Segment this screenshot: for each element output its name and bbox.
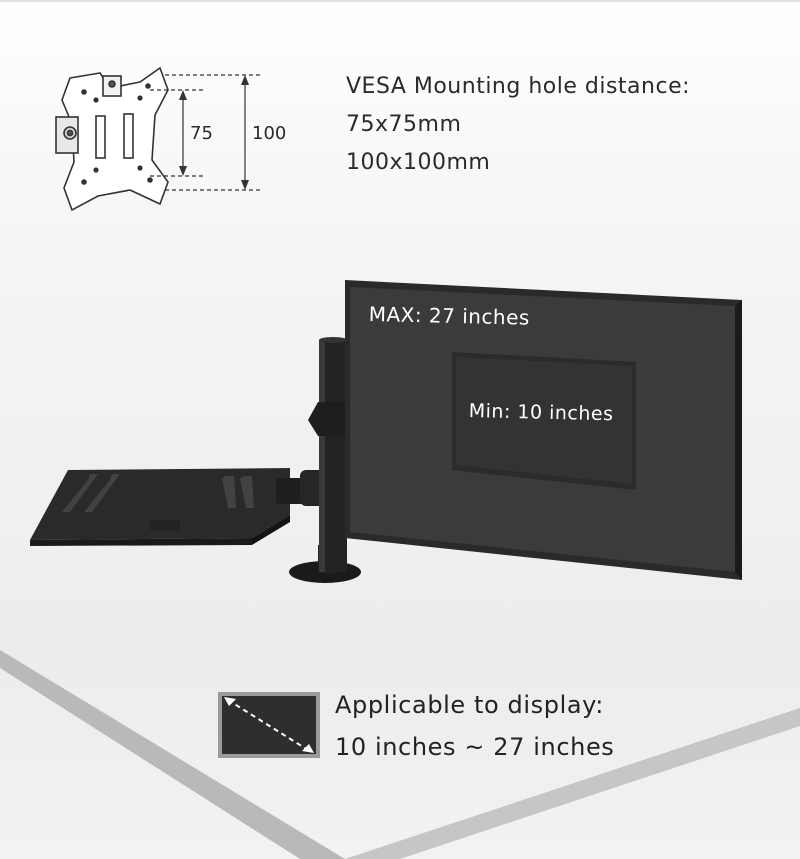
vesa-size-large: 100x100mm (346, 150, 491, 175)
dimension-label-75: 75 (190, 123, 213, 144)
vesa-dimension-arrows (179, 75, 249, 190)
max-size-label: MAX: 27 inches (368, 302, 531, 330)
display-diagonal-icon (218, 692, 320, 758)
floor-band-right (345, 708, 800, 859)
dimension-label-100: 100 (252, 123, 287, 144)
mount-pole (289, 337, 361, 583)
floor-band (0, 650, 345, 859)
top-divider (0, 0, 800, 2)
laptop-tray (30, 468, 290, 546)
applicable-range: 10 inches ~ 27 inches (335, 733, 615, 761)
vesa-heading: VESA Mounting hole distance: (346, 74, 691, 99)
min-size-label: Min: 10 inches (468, 400, 614, 426)
applicable-heading: Applicable to display: (335, 691, 604, 719)
vesa-plate-icon (55, 66, 169, 212)
applicable-display-text: Applicable to display: 10 inches ~ 27 in… (335, 684, 614, 768)
vesa-size-small: 75x75mm (346, 112, 462, 137)
min-screen (452, 352, 636, 490)
vesa-info: VESA Mounting hole distance: 75x75mm 100… (346, 68, 690, 182)
vesa-dimension-lines (150, 74, 262, 191)
